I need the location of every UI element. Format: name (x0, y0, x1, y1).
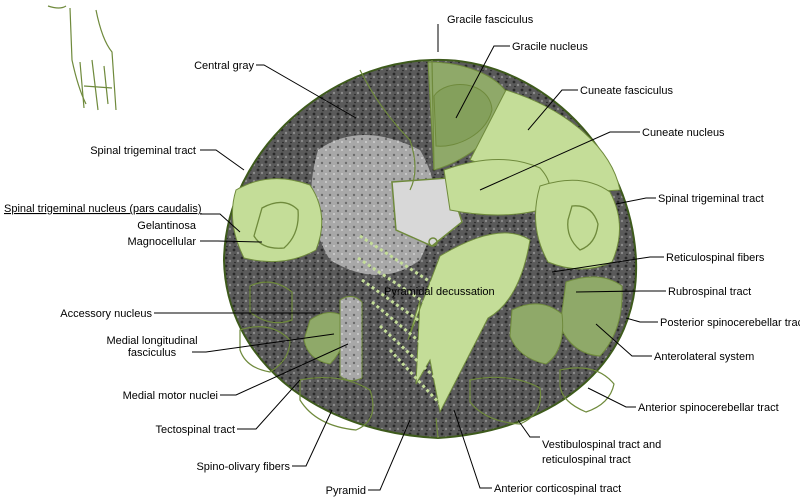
label-cuneate-nucleus: Cuneate nucleus (642, 127, 725, 139)
label-spinal-trigeminal-tract-left: Spinal trigeminal tract (90, 145, 196, 157)
spinal-trigeminal-left-region (231, 178, 323, 263)
orientation-thumbnail (47, 5, 117, 111)
magnocellular-boundary (253, 201, 299, 249)
pyramidal-decussation-region (407, 232, 531, 414)
label-gracile-fasciculus: Gracile fasciculus (447, 14, 534, 26)
cord-section (222, 58, 638, 440)
thumbnail-line-top (47, 5, 67, 9)
label-central-gray: Central gray (194, 60, 254, 72)
label-magnocellular: Magnocellular (128, 236, 197, 248)
thumbnail-fibers (79, 59, 109, 111)
label-gracile-nucleus: Gracile nucleus (512, 41, 588, 53)
label-cuneate-fasciculus: Cuneate fasciculus (580, 85, 673, 97)
leader-lines (154, 24, 666, 491)
cuneate-nucleus-region (443, 158, 551, 216)
label-vestibulospinal-line2: reticulospinal tract (542, 454, 631, 466)
central-gray-region (311, 135, 435, 275)
label-tectospinal-tract: Tectospinal tract (156, 424, 235, 436)
label-group: Gracile fasciculus Gracile nucleus Centr… (4, 14, 800, 497)
thumbnail-line-right (95, 9, 117, 111)
label-gelantinosa: Gelantinosa (137, 220, 197, 232)
label-posterior-spinocerebellar-tract: Posterior spinocerebellar tract (660, 317, 800, 329)
label-vestibulospinal-line1: Vestibulospinal tract and (542, 439, 661, 451)
label-medial-longitudinal-fasciculus-line1: Medial longitudinal (106, 335, 197, 347)
label-anterior-corticospinal-tract: Anterior corticospinal tract (494, 483, 621, 495)
label-medial-motor-nuclei: Medial motor nuclei (123, 390, 218, 402)
medial-motor-region (339, 296, 363, 382)
central-canal-area (391, 177, 463, 247)
label-medial-longitudinal-fasciculus-line2: fasciculus (128, 347, 177, 359)
dorsal-midline (431, 59, 435, 171)
label-anterior-spinocerebellar-tract: Anterior spinocerebellar tract (638, 402, 779, 414)
gracile-nucleus-region (433, 84, 493, 147)
ventral-outlines (239, 69, 615, 431)
spinal-trigeminal-right-region (535, 179, 621, 270)
label-accessory-nucleus: Accessory nucleus (60, 308, 152, 320)
right-nucleus-boundary (567, 205, 599, 251)
label-spinal-trigeminal-tract-right: Spinal trigeminal tract (658, 193, 764, 205)
decussation-fibers (357, 234, 453, 406)
label-spino-olivary-fibers: Spino-olivary fibers (196, 461, 290, 473)
label-pyramid: Pyramid (326, 485, 366, 497)
label-pyramidal-decussation: Pyramidal decussation (384, 286, 495, 298)
central-canal (428, 237, 438, 247)
anterolateral-region (509, 303, 564, 365)
label-reticulospinal-fibers: Reticulospinal fibers (666, 252, 765, 264)
posterior-spinocerebellar-region (559, 276, 623, 357)
ventral-midline (435, 417, 439, 439)
label-anterolateral-system: Anterolateral system (654, 351, 754, 363)
thumbnail-section-mark (83, 85, 113, 89)
label-spinal-trigeminal-nucleus: Spinal trigeminal nucleus (pars caudalis… (4, 203, 201, 215)
label-rubrospinal-tract: Rubrospinal tract (668, 286, 751, 298)
thumbnail-line-left (69, 7, 87, 105)
